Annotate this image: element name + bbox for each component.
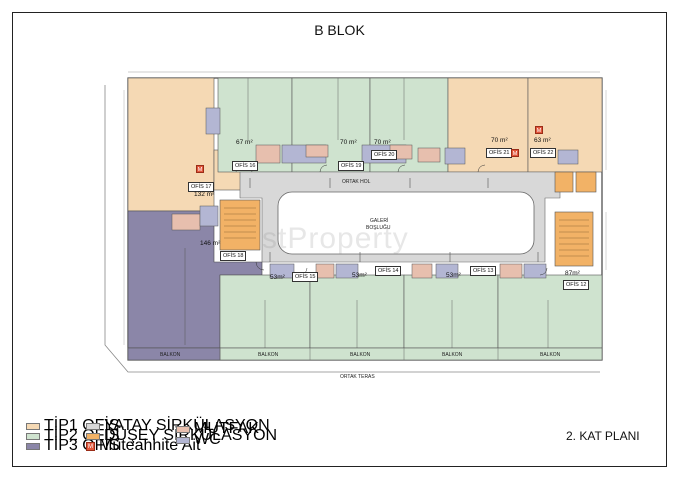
ofis-13-tag[interactable]: OFİS 13 [470, 266, 497, 276]
galeri-boslugu [277, 191, 535, 255]
ofis-18-area: 146 m² [200, 240, 221, 247]
site-outline [104, 85, 600, 373]
plan-title: 2. KAT PLANI [566, 429, 640, 443]
wc-block [557, 149, 579, 165]
ofis-21-area: 70 m² [491, 137, 508, 144]
stair-left [219, 199, 261, 251]
ofis-19-area: 70 m² [340, 139, 357, 146]
swatch-wc [176, 436, 190, 444]
muteahhit-marker: M [511, 149, 519, 157]
balkon-label: BALKON [350, 352, 371, 358]
ofis-13-area: 53m² [446, 272, 461, 279]
ofis-19-tag[interactable]: OFİS 19 [338, 161, 365, 171]
muteahhit-marker: M [535, 126, 543, 134]
balkon-label: BALKON [540, 352, 561, 358]
wc-block [205, 107, 221, 135]
watermark: stProperty [262, 222, 409, 255]
mutfak [171, 213, 201, 231]
muteahhit-marker: M [196, 165, 204, 173]
elevator [554, 171, 574, 193]
galeri-label: GALERİ [370, 218, 389, 224]
legend-dusey: DÜŞEY SİRKÜLASYON [86, 427, 277, 445]
ofis-14-tag[interactable]: OFİS 14 [375, 266, 402, 276]
ofis-15-tag[interactable]: OFİS 15 [292, 272, 319, 282]
ofis-17-tag[interactable]: OFİS 17 [188, 182, 215, 192]
balkon-label: BALKON [160, 352, 181, 358]
balkon-label: BALKON [442, 352, 463, 358]
ofis-12-area: 87m² [565, 270, 580, 277]
swatch-tip3 [26, 442, 40, 450]
swatch-mutfak [176, 425, 190, 433]
swatch-tip2 [26, 432, 40, 440]
wc-block [444, 147, 466, 165]
ofis-16-area: 67 m² [236, 139, 253, 146]
ofis-16-tag[interactable]: OFİS 16 [232, 161, 259, 171]
ofis-17-area: 132 m² [194, 191, 215, 198]
ofis-12-tag[interactable]: OFİS 12 [563, 280, 590, 290]
ofis-21-tag[interactable]: OFİS 21 [486, 148, 513, 158]
balkon-label: BALKON [258, 352, 279, 358]
legend-mutfak: MUTFAK [176, 420, 259, 438]
mutfak [255, 144, 281, 164]
mutfak [305, 144, 329, 158]
ofis-20-area: 70 m² [374, 139, 391, 146]
ortak-hol-label: ORTAK HOL [342, 179, 371, 185]
wc-block [199, 205, 219, 227]
elevator [575, 171, 597, 193]
ofis-22-tag[interactable]: OFİS 22 [530, 148, 557, 158]
block-title: B BLOK [314, 22, 365, 38]
ofis-14-area: 53m² [352, 272, 367, 279]
swatch-tip1 [26, 422, 40, 430]
ofis-18-tag[interactable]: OFİS 18 [220, 251, 247, 261]
legend-tip1: TİP1 OFİS [26, 417, 120, 435]
ofis-22-area: 63 m² [534, 137, 551, 144]
ofis-15-area: 53m² [270, 274, 285, 281]
swatch-muteahhit: M [86, 441, 95, 451]
stair-right [554, 211, 594, 267]
ofis-13-room [403, 274, 499, 349]
legend-muteahhit: M Müteahhite Ait [86, 437, 201, 454]
bosluk-label: BOŞLUĞU [366, 225, 391, 231]
legend-wc: WC [176, 431, 221, 449]
ortak-teras-label: ORTAK TERAS [340, 374, 375, 380]
ofis-20-tag[interactable]: OFİS 20 [371, 150, 398, 160]
mutfak [417, 147, 441, 163]
ofis-16-room [217, 77, 293, 173]
swatch-yatay [86, 422, 100, 430]
legend-tip2: TİP2 OFİS [26, 427, 120, 445]
swatch-dusey [86, 432, 100, 440]
legend-tip3: TİP3 OFİS [26, 437, 120, 455]
